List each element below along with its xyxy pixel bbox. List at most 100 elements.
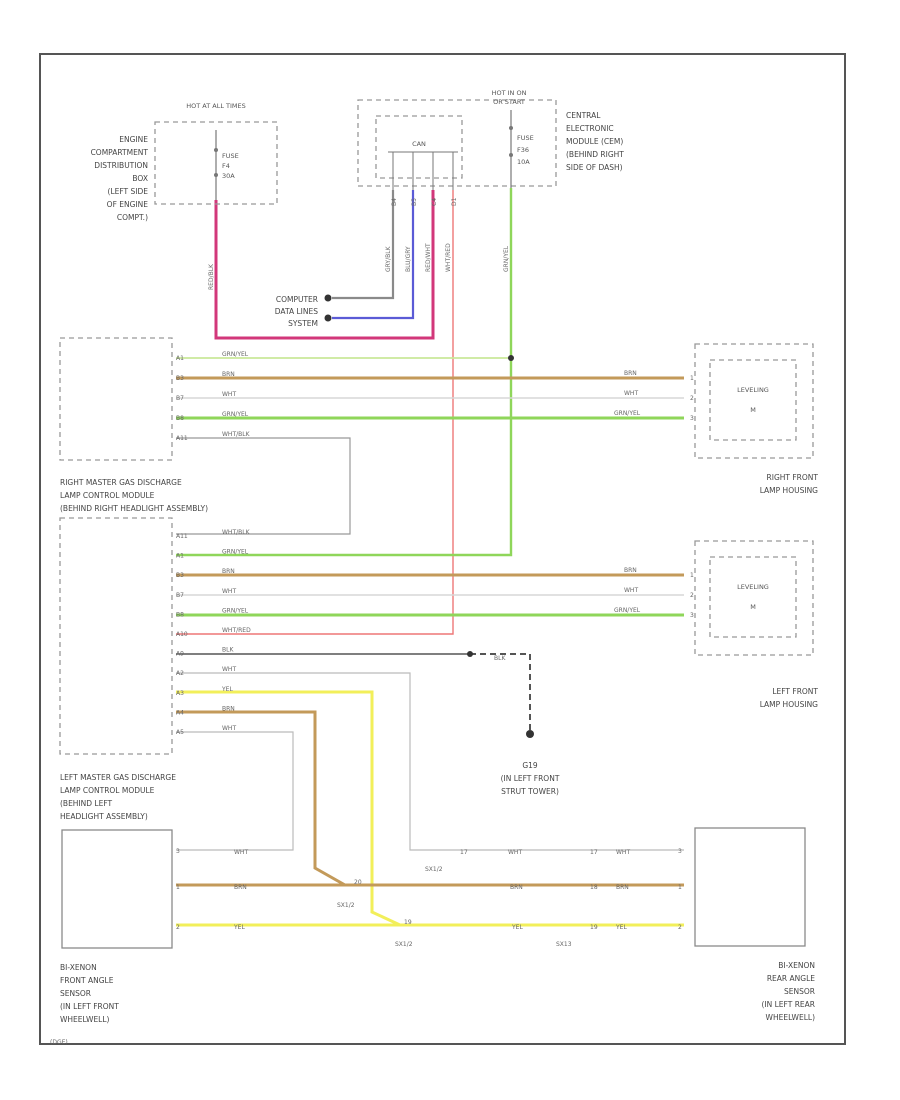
pin-label: 20 — [354, 879, 362, 886]
wire-color-label: WHT — [624, 587, 638, 594]
data-lines-text: SYSTEM — [288, 319, 318, 328]
wire-red-blk — [214, 190, 435, 340]
wire-color-label: BRN — [234, 884, 247, 891]
pin-label: B5 — [411, 198, 418, 206]
pin-label: 19 — [590, 924, 598, 931]
data-line-terminal — [324, 294, 332, 302]
wire-color-label: RED/BLK — [208, 263, 215, 290]
wire-color-label: GRN/YEL — [222, 549, 249, 556]
wire-color-label: WHT/RED — [222, 627, 251, 634]
left-master-module: A11WHT/BLKA1GRN/YELB3BRNB7WHTB8GRN/YELA1… — [59, 517, 251, 821]
pin-label: B7 — [176, 395, 184, 402]
data-lines-text: COMPUTER — [276, 295, 318, 304]
wire-color-label: WHT — [508, 849, 522, 856]
module-label-line: LAMP CONTROL MODULE — [60, 786, 155, 795]
pin-label: 3 — [690, 415, 694, 422]
fuse-label: FUSE — [222, 152, 239, 160]
pin-label: 18 — [590, 884, 598, 891]
sensor-label-line: (IN LEFT FRONT — [60, 1002, 119, 1011]
wire-color-label: WHT — [616, 849, 630, 856]
pin-label: 1 — [176, 884, 180, 891]
wire-color-label: BLK — [494, 655, 506, 662]
wire-color-label: YEL — [511, 924, 523, 931]
splice-dot — [508, 355, 514, 361]
wire-gry-blk — [332, 190, 395, 300]
wire-color-label: GRN/YEL — [614, 410, 641, 417]
wire-color-label: YEL — [221, 686, 233, 693]
wire-color-label: WHT — [222, 588, 236, 595]
pin-label: 3 — [176, 848, 180, 855]
lamp-label-line: LEFT FRONT — [772, 687, 818, 696]
pin-label: 17 — [460, 849, 468, 856]
pin-label: 1 — [690, 572, 694, 579]
pin-label: 17 — [590, 849, 598, 856]
wire-color-label: WHT/RED — [445, 243, 452, 272]
wire-color-label: WHT/BLK — [222, 431, 251, 438]
wire-rm-a11 — [176, 437, 351, 535]
pin-label: A11 — [176, 435, 188, 442]
sensor-label-line: FRONT ANGLE — [60, 976, 114, 985]
module-label-line: RIGHT MASTER GAS DISCHARGE — [60, 478, 182, 487]
fuse-number: F4 — [222, 162, 230, 170]
connector-id: SX1/2 — [395, 941, 413, 948]
wire-color-label: WHT — [222, 391, 236, 398]
module-label-line: (BEHIND LEFT — [60, 799, 113, 808]
connector-id: SX1/2 — [337, 902, 355, 909]
pin-label: 3 — [690, 612, 694, 619]
left-front-lamp-housing: LEVELING M BRN WHT GRN/YEL 1 2 3 LEFT FR… — [614, 540, 818, 709]
wire-color-label: WHT — [234, 849, 248, 856]
pin-label: B4 — [391, 198, 398, 206]
pin-label: B8 — [176, 415, 184, 422]
ground-label-line: (IN LEFT FRONT — [501, 774, 560, 783]
sensor-label-line: REAR ANGLE — [767, 974, 815, 983]
pin-label: 19 — [404, 919, 412, 926]
ground-id: G19 — [522, 761, 538, 770]
ground-label-line: STRUT TOWER) — [501, 787, 559, 796]
pin-label: A1 — [176, 553, 184, 560]
pin-label: B3 — [176, 375, 184, 382]
data-line-terminal — [324, 314, 332, 322]
wire-color-label: BRN — [624, 370, 637, 377]
sensor-label-line: WHEELWELL) — [766, 1013, 816, 1022]
wire-lm-a2 — [176, 672, 684, 851]
wire-color-label: BRN — [510, 884, 523, 891]
module-label-line: LAMP CONTROL MODULE — [60, 491, 155, 500]
fuse-number: F36 — [517, 146, 529, 154]
module-label-line: MODULE (CEM) — [566, 137, 623, 146]
wire-grn-yel-feed — [176, 188, 513, 557]
module-label-line: HEADLIGHT ASSEMBLY) — [60, 812, 148, 821]
wire-color-label: WHT/BLK — [222, 529, 251, 536]
sensor-label-line: SENSOR — [60, 989, 91, 998]
motor-label: M — [750, 406, 756, 414]
module-label-line: (BEHIND RIGHT HEADLIGHT ASSEMBLY) — [60, 504, 208, 513]
pin-label: 3 — [678, 848, 682, 855]
sensor-label-line: BI-XENON — [778, 961, 815, 970]
wire-color-label: GRN/YEL — [222, 351, 249, 358]
motor-label: M — [750, 603, 756, 611]
pin-label: 2 — [690, 592, 694, 599]
wire-color-label: YEL — [615, 924, 627, 931]
pin-label: 2 — [678, 924, 682, 931]
wire-color-label: GRY/BLK — [385, 245, 392, 272]
wire-ground-blk — [470, 653, 531, 732]
module-label-line: SIDE OF DASH) — [566, 163, 623, 172]
module-label-line: BOX — [132, 174, 148, 183]
sensor-label-line: BI-XENON — [60, 963, 97, 972]
computer-data-lines-label: COMPUTER DATA LINES SYSTEM — [275, 295, 318, 328]
pin-label: A11 — [176, 533, 188, 540]
diagram-footer: (DGE) — [50, 1039, 68, 1046]
fuse-amps: 30A — [222, 172, 235, 180]
pin-label: B7 — [176, 592, 184, 599]
sensor-label-line: WHEELWELL) — [60, 1015, 110, 1024]
module-label-line: CENTRAL — [566, 111, 601, 120]
module-label-line: COMPARTMENT — [91, 148, 149, 157]
wire-color-label: GRN/YEL — [222, 411, 249, 418]
fuse-label: FUSE — [517, 134, 534, 142]
pin-label: 1 — [690, 375, 694, 382]
wire-lm-a3 — [176, 690, 684, 927]
wire-blu-gry — [332, 190, 415, 320]
pin-label: B3 — [176, 572, 184, 579]
wire-color-label: BRN — [624, 567, 637, 574]
